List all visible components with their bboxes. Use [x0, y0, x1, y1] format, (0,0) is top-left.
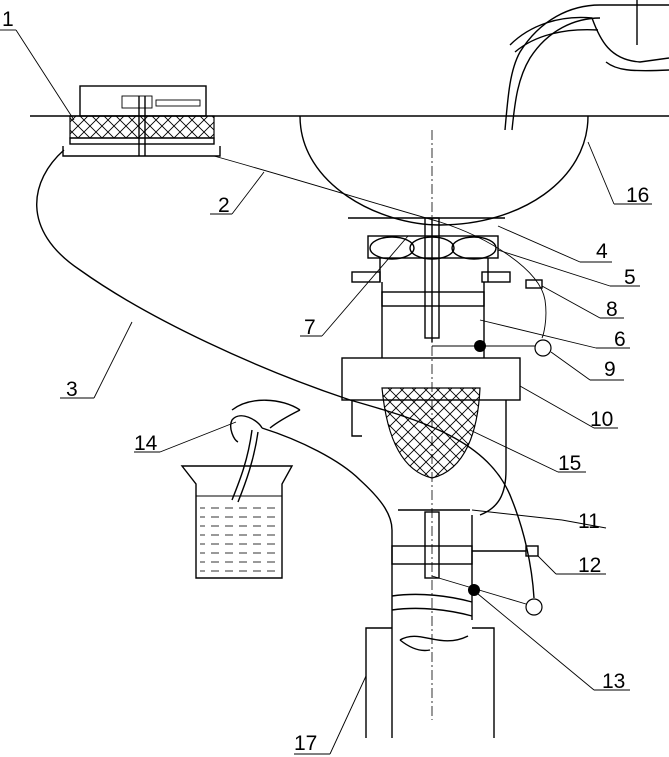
label-13: 13 [602, 670, 625, 693]
label-11: 11 [578, 510, 600, 533]
label-3: 3 [66, 378, 78, 401]
lower-column [261, 387, 539, 738]
label-2: 2 [218, 194, 230, 217]
label-14: 14 [134, 432, 158, 455]
label-16: 16 [626, 184, 649, 207]
component-16-hemisphere [299, 115, 589, 226]
component-17-drive-pipe [365, 627, 495, 738]
component-1-surface-device [62, 85, 221, 157]
leader-lines [0, 29, 652, 755]
label-17: 17 [294, 732, 317, 755]
component-14-outlet-hose [229, 399, 301, 503]
label-15: 15 [558, 452, 581, 475]
upper-column [348, 217, 543, 358]
label-7: 7 [304, 316, 316, 339]
label-4: 4 [596, 240, 608, 263]
label-5: 5 [624, 266, 636, 289]
label-10: 10 [590, 408, 613, 431]
component-3-cable [36, 149, 535, 599]
component-13-sensor [525, 598, 543, 616]
component-2-line [213, 155, 547, 339]
label-8: 8 [606, 298, 618, 321]
label-12: 12 [578, 554, 601, 577]
beaker [180, 465, 294, 579]
component-9-sensor [534, 339, 552, 357]
sensor-node-lower [468, 584, 480, 596]
label-9: 9 [604, 358, 616, 381]
inlet-hose [504, 0, 669, 131]
label-6: 6 [614, 328, 626, 351]
label-1: 1 [2, 8, 14, 31]
